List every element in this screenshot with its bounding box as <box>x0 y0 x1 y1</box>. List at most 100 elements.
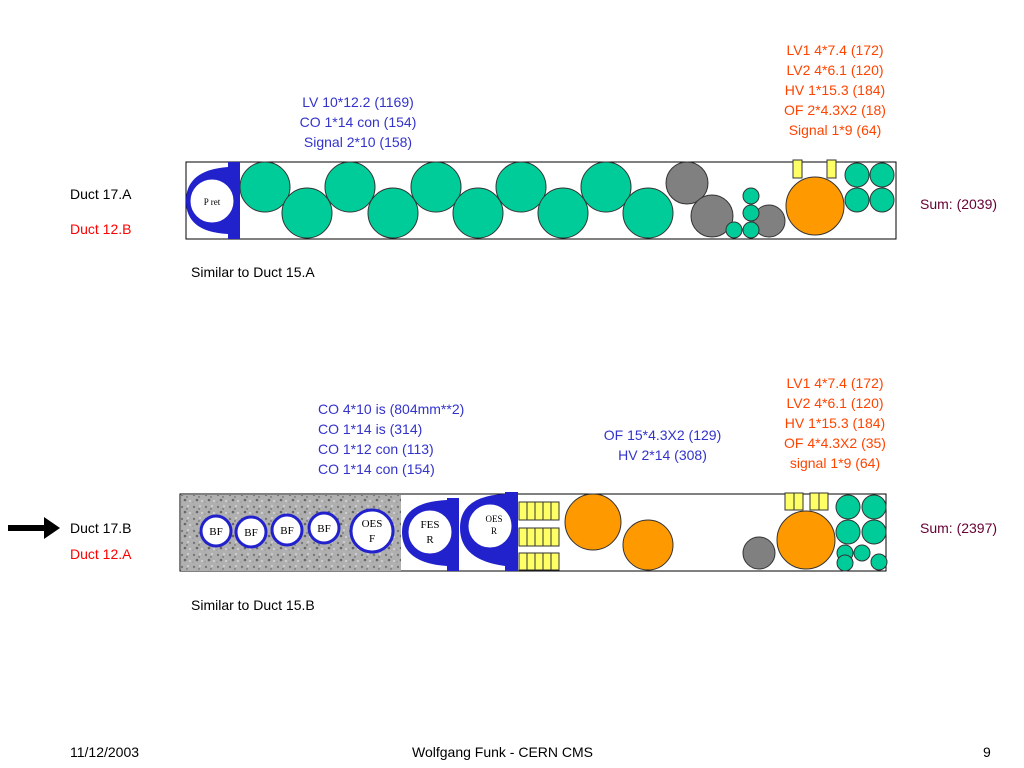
duct-b-bf-pipes: BF BF BF BF OES F <box>199 508 395 554</box>
duct-b-yellow-fibers <box>518 492 829 571</box>
yellow-fiber <box>809 492 820 511</box>
small-green-cable <box>742 187 760 205</box>
oesr-label-line1: OES <box>485 514 502 524</box>
duct-b-right-line: HV 1*15.3 (184) <box>784 415 886 431</box>
green-cable <box>869 162 895 188</box>
green-cable <box>452 187 504 239</box>
fesr-pipe-circle <box>407 509 453 555</box>
yellow-fiber <box>542 527 552 547</box>
duct-a-yellow-fiber <box>826 159 837 179</box>
duct-a-left-line: Signal 2*10 (158) <box>303 134 413 150</box>
small-green-cable <box>836 554 854 572</box>
green-cable <box>239 161 291 213</box>
oesf-label-line2: F <box>369 533 375 545</box>
yellow-fiber <box>818 492 829 511</box>
duct-a-right-line: LV2 4*6.1 (120) <box>786 62 884 78</box>
bf-label: BF <box>280 525 293 537</box>
arrow-icon <box>8 517 60 539</box>
yellow-fiber <box>542 552 552 571</box>
duct-b-label-primary: Duct 17.B <box>70 520 132 536</box>
duct-b-left-group-text: CO 4*10 is (804mm**2) CO 1*14 is (314) C… <box>318 399 464 479</box>
yellow-fiber <box>534 501 544 521</box>
orange-cable <box>564 493 622 551</box>
duct-b-sum: Sum: (2397) <box>920 520 998 536</box>
yellow-fiber <box>534 527 544 547</box>
duct-a-right-line: Signal 1*9 (64) <box>788 122 882 138</box>
duct-b-left-line: CO 4*10 is (804mm**2) <box>318 401 465 417</box>
small-green-cable <box>742 204 760 222</box>
footer-date: 11/12/2003 <box>70 744 140 760</box>
bf-pipe <box>199 514 233 548</box>
duct-a-right-line: HV 1*15.3 (184) <box>784 82 886 98</box>
gray-cable <box>690 194 734 238</box>
small-green-cable <box>742 221 760 239</box>
duct-a-left-line: LV 10*12.2 (1169) <box>302 94 414 110</box>
small-green-cable <box>870 553 888 571</box>
green-cable <box>869 187 895 213</box>
duct-a-label-primary: Duct 17.A <box>70 186 132 202</box>
duct-a-small-green-cables <box>725 187 760 239</box>
duct-a-left-group-text: LV 10*12.2 (1169) CO 1*14 con (154) Sign… <box>268 92 448 152</box>
duct-a-right-group-text: LV1 4*7.4 (172) LV2 4*6.1 (120) HV 1*15.… <box>760 40 910 140</box>
green-cable <box>844 187 870 213</box>
duct-a-yellow-fiber <box>792 159 803 179</box>
duct-a-left-line: CO 1*14 con (154) <box>299 114 417 130</box>
duct-b-green-cables <box>835 494 888 572</box>
duct-a-sum: Sum: (2039) <box>920 196 998 212</box>
duct-b-graphic: BF BF BF BF OES F FES R OES R <box>179 492 888 572</box>
yellow-fiber <box>784 492 795 511</box>
yellow-fiber <box>518 527 528 547</box>
orange-cable <box>622 519 674 571</box>
bf-label: BF <box>209 526 222 538</box>
duct-b-left-line: CO 1*12 con (113) <box>318 441 434 457</box>
oesr-pipe-circle <box>467 503 513 549</box>
green-cable <box>622 187 674 239</box>
bf-pipe <box>234 515 268 549</box>
fesr-label-line2: R <box>426 534 434 546</box>
duct-a-gray-cables <box>665 161 786 238</box>
duct-b-middle-line: HV 2*14 (308) <box>618 447 707 463</box>
duct-b-middle-line: OF 15*4.3X2 (129) <box>603 427 722 443</box>
green-cable <box>324 161 376 213</box>
green-cable <box>835 494 861 520</box>
yellow-fiber <box>793 492 804 511</box>
duct-a-graphic: P ret <box>185 159 897 240</box>
bf-pipe <box>270 513 304 547</box>
small-green-cable <box>725 221 743 239</box>
oesf-pipe <box>349 508 395 554</box>
gray-cable <box>665 161 709 205</box>
duct-a-orange-cable <box>785 176 845 236</box>
yellow-fiber <box>518 501 528 521</box>
duct-a-right-line: OF 2*4.3X2 (18) <box>784 102 886 118</box>
duct-b-right-group-text: LV1 4*7.4 (172) LV2 4*6.1 (120) HV 1*15.… <box>760 373 910 473</box>
duct-b-left-line: CO 1*14 is (314) <box>318 421 423 437</box>
yellow-fiber <box>526 527 536 547</box>
green-cable <box>495 161 547 213</box>
green-cable <box>844 162 870 188</box>
duct-b-gray-cable <box>742 536 776 570</box>
green-cable <box>861 494 887 520</box>
orange-cable <box>776 510 836 570</box>
bf-label: BF <box>244 527 257 539</box>
duct-a-green-cables <box>239 161 674 239</box>
duct-b-middle-group-text: OF 15*4.3X2 (129) HV 2*14 (308) <box>580 425 745 465</box>
duct-a-right-line: LV1 4*7.4 (172) <box>786 42 884 58</box>
green-cable <box>367 187 419 239</box>
duct-a-note: Similar to Duct 15.A <box>191 264 315 280</box>
duct-b-left-line: CO 1*14 con (154) <box>318 461 435 477</box>
yellow-fiber <box>550 552 560 571</box>
yellow-fiber <box>526 501 536 521</box>
duct-b-right-line: LV2 4*6.1 (120) <box>786 395 884 411</box>
fesr-label-line1: FES <box>421 519 440 531</box>
duct-b-label-secondary: Duct 12.A <box>70 546 132 562</box>
duct-b-note: Similar to Duct 15.B <box>191 597 315 613</box>
yellow-fiber <box>550 527 560 547</box>
oesf-label-line1: OES <box>362 518 383 530</box>
yellow-fiber <box>542 501 552 521</box>
duct-b-right-line: LV1 4*7.4 (172) <box>786 375 884 391</box>
duct-b-right-line: OF 4*4.3X2 (35) <box>784 435 886 451</box>
bf-label: BF <box>317 523 330 535</box>
duct-a-green-quad <box>844 162 895 213</box>
green-cable <box>410 161 462 213</box>
